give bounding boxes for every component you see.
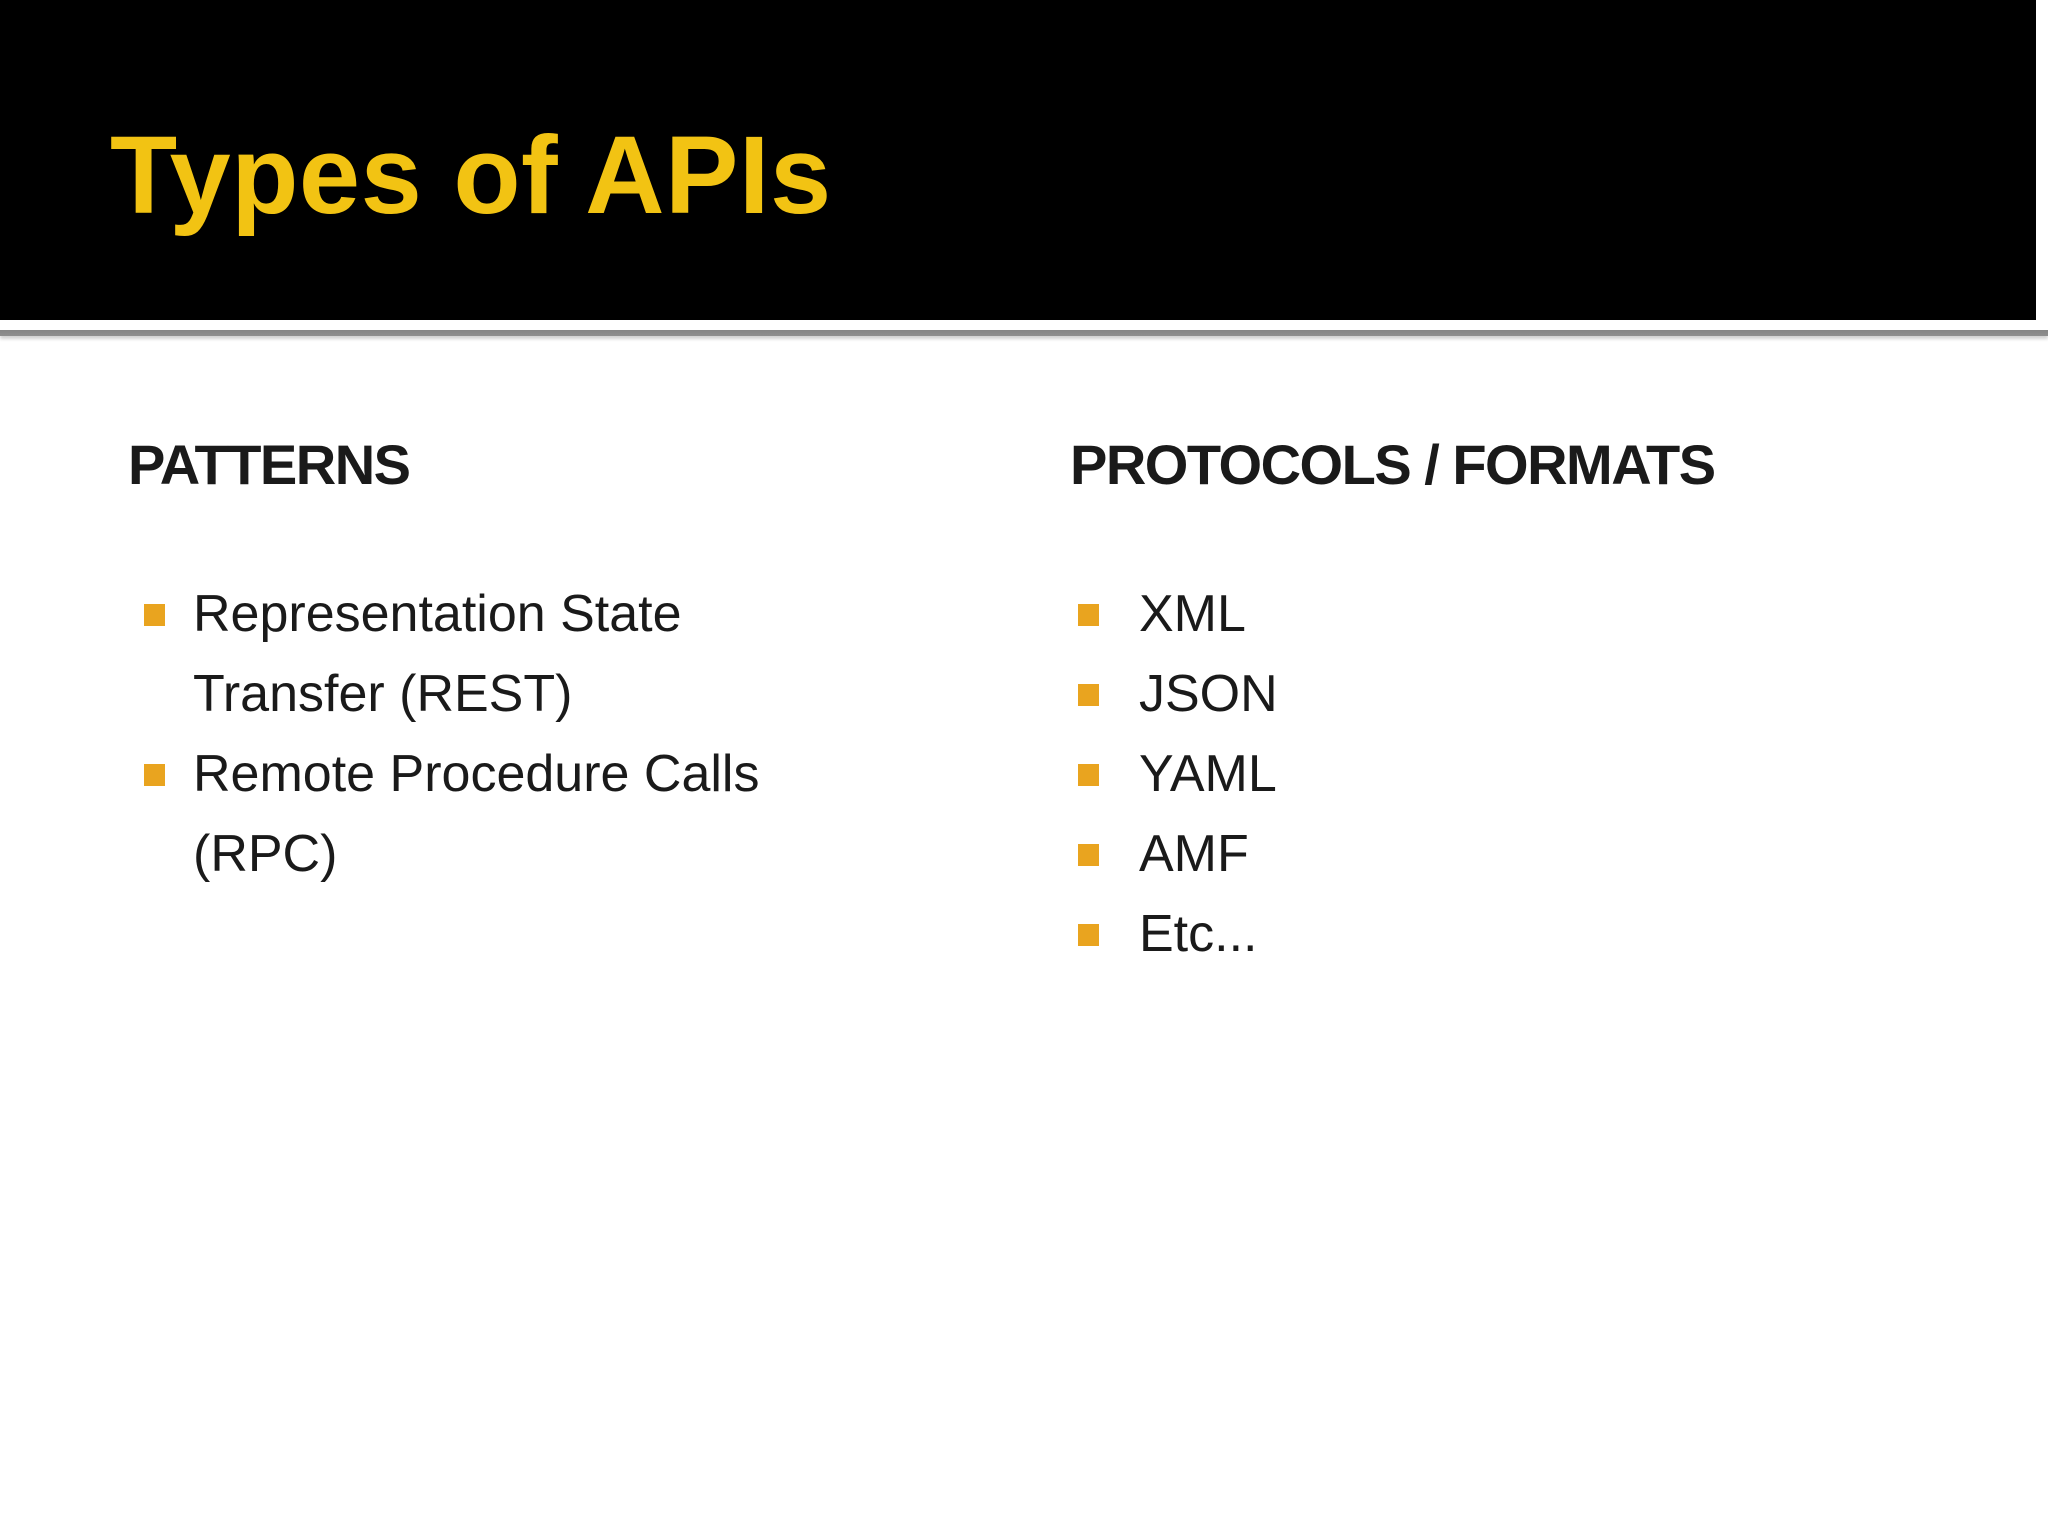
list-item-text: Etc...: [1139, 905, 1258, 963]
list-item: AMF: [1070, 814, 1830, 894]
content-area: PATTERNS Representation State Transfer (…: [0, 340, 2048, 1536]
list-item: Remote Procedure Calls (RPC): [128, 734, 828, 894]
bullet-square-icon: [1078, 604, 1099, 626]
list-item: Representation State Transfer (REST): [128, 574, 828, 734]
list-item-text: JSON: [1139, 665, 1278, 723]
list-item: YAML: [1070, 734, 1830, 814]
title-bar: Types of APIs: [0, 0, 2036, 320]
list-item-text: YAML: [1139, 745, 1277, 803]
divider-line: [0, 330, 2048, 336]
header-divider: [0, 320, 2048, 340]
bullet-square-icon: [1078, 764, 1099, 786]
list-item: Etc...: [1070, 894, 1830, 974]
bullet-square-icon: [144, 764, 165, 786]
patterns-bullet-list: Representation State Transfer (REST) Rem…: [128, 574, 828, 894]
bullet-square-icon: [1078, 924, 1099, 946]
bullet-square-icon: [1078, 844, 1099, 866]
list-item: XML: [1070, 574, 1830, 654]
protocols-bullet-list: XML JSON YAML AMF Etc...: [1070, 574, 1830, 974]
bullet-square-icon: [144, 604, 165, 626]
list-item-text: XML: [1139, 585, 1246, 643]
patterns-column: PATTERNS Representation State Transfer (…: [128, 430, 828, 894]
list-item-text: Representation State Transfer (REST): [193, 585, 682, 723]
list-item-text: AMF: [1139, 825, 1249, 883]
patterns-heading: PATTERNS: [128, 433, 411, 496]
bullet-square-icon: [1078, 684, 1099, 706]
protocols-column: PROTOCOLS / FORMATS XML JSON YAML AMF Et…: [1070, 430, 1830, 974]
protocols-heading: PROTOCOLS / FORMATS: [1070, 433, 1716, 496]
list-item-text: Remote Procedure Calls (RPC): [193, 745, 760, 883]
slide-title: Types of APIs: [110, 114, 832, 237]
list-item: JSON: [1070, 654, 1830, 734]
